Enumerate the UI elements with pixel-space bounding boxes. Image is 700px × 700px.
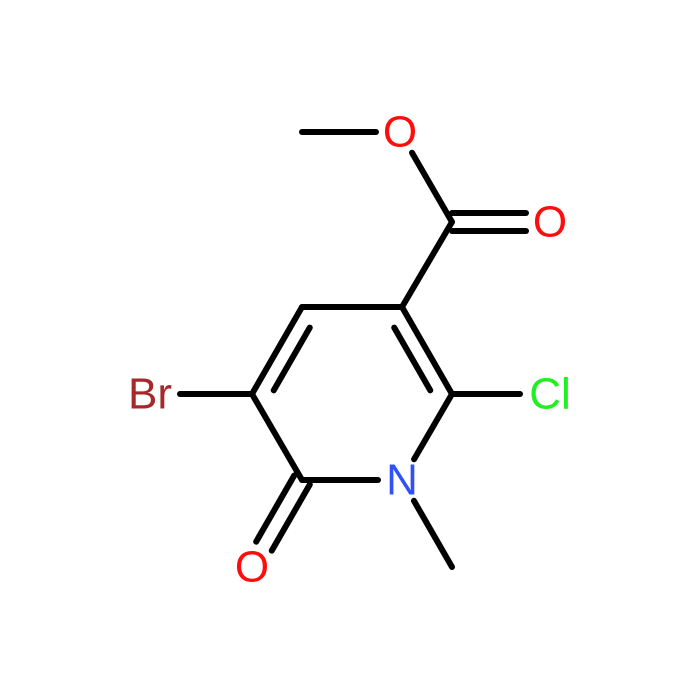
bond-c4-c5	[249, 304, 305, 397]
atom-label-o_carbonyl: O	[533, 198, 567, 247]
bond-c2-c3	[399, 304, 455, 397]
bond-c4-c5-inner	[270, 324, 313, 394]
atom-label-br: Br	[128, 370, 172, 419]
atom-label-o_ester: O	[383, 108, 417, 157]
bond-c2-c3-inner	[391, 324, 434, 394]
atom-label-o_ring: O	[235, 543, 269, 592]
bond-n1-me_n	[410, 497, 455, 570]
bond-c5-c6	[249, 391, 305, 483]
bond-n1-c2	[411, 391, 455, 463]
bond-c_carbonyl-c3	[399, 219, 455, 310]
bond-c6-o_ring-a	[253, 472, 298, 545]
atom-label-cl: Cl	[529, 370, 571, 419]
bond-o_ester-c_carbonyl	[409, 149, 455, 225]
bond-c6-o_ring	[268, 481, 313, 554]
atom-label-n1: N	[386, 456, 418, 505]
